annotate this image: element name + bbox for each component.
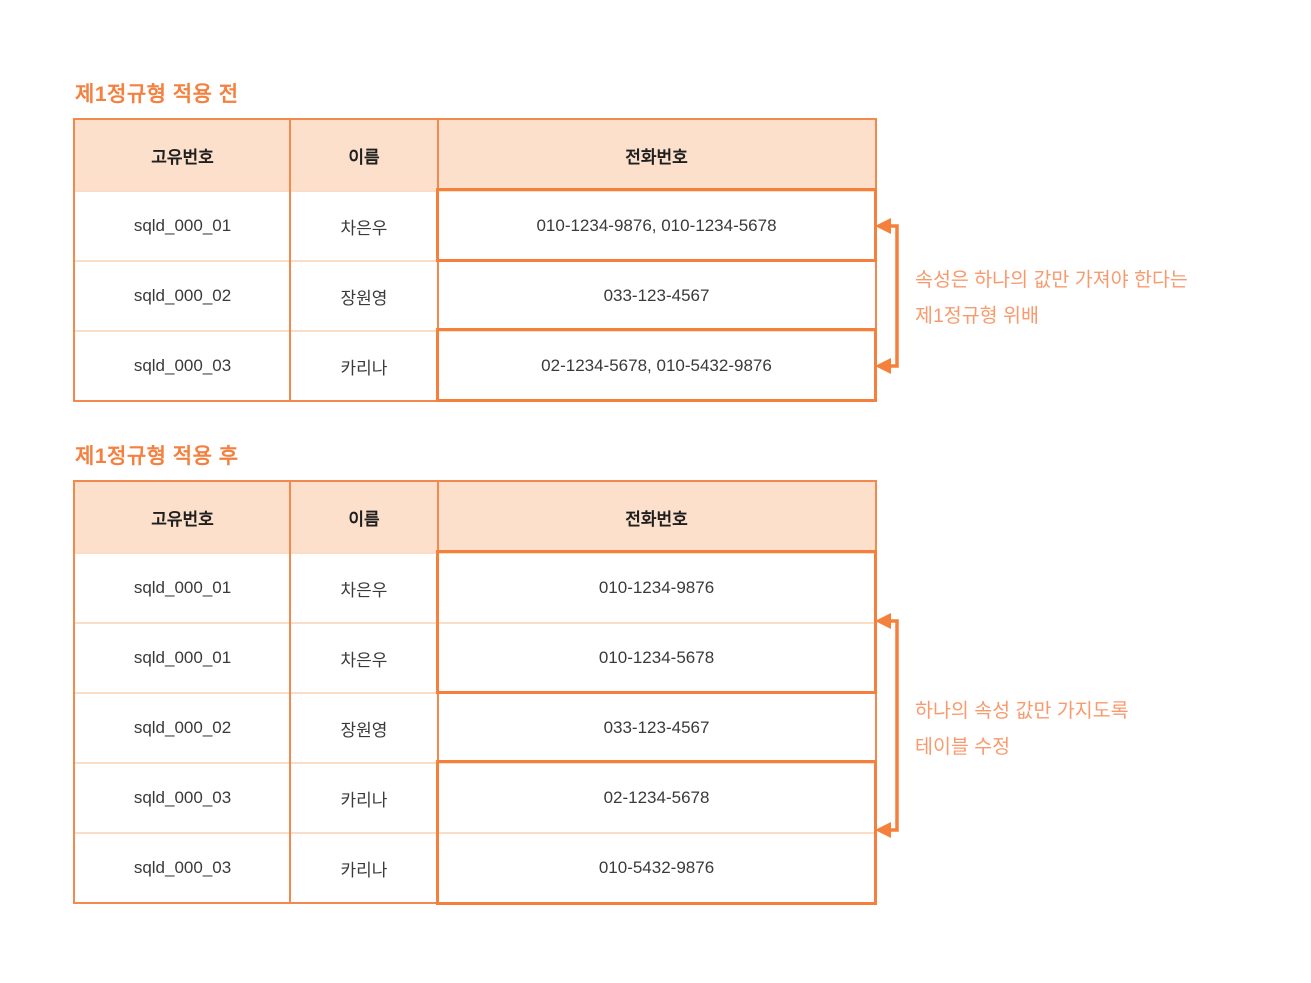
- annotation-after: 하나의 속성 값만 가지도록 테이블 수정: [915, 693, 1129, 765]
- annotation-before-line1: 속성은 하나의 값만 가져야 한다는: [915, 269, 1188, 291]
- cell-name: 카리나: [340, 358, 388, 378]
- col-header-name: 이름: [348, 509, 380, 529]
- cell-id: sqld_000_01: [133, 648, 232, 667]
- cell-id: sqld_000_03: [133, 356, 232, 375]
- cell-id: sqld_000_03: [133, 788, 232, 807]
- cell-id: sqld_000_02: [133, 718, 232, 737]
- column-divider: [289, 482, 291, 902]
- arrowhead-icon: [875, 218, 891, 234]
- cell-id: sqld_000_02: [133, 286, 232, 305]
- col-header-phone: 전화번호: [625, 509, 688, 529]
- cell-id: sqld_000_01: [133, 578, 232, 597]
- annotation-arrow-before: [875, 218, 899, 374]
- table-row: sqld_000_03 카리나 02-1234-5678: [75, 762, 875, 832]
- column-divider: [437, 120, 439, 400]
- cell-id: sqld_000_03: [133, 858, 232, 877]
- table-row: sqld_000_01 차은우 010-1234-9876, 010-1234-…: [75, 190, 875, 260]
- table-row: sqld_000_01 차은우 010-1234-5678: [75, 622, 875, 692]
- col-header-id: 고유번호: [151, 147, 214, 167]
- cell-name: 차은우: [340, 650, 388, 670]
- col-header-id: 고유번호: [151, 509, 214, 529]
- table-row: sqld_000_03 카리나 010-5432-9876: [75, 832, 875, 902]
- cell-phone: 010-1234-5678: [598, 648, 715, 667]
- arrowhead-icon: [875, 613, 891, 629]
- table-after-header-row: 고유번호 이름 전화번호: [75, 482, 875, 552]
- cell-phone: 02-1234-5678: [603, 788, 710, 807]
- annotation-arrow-after: [875, 613, 899, 838]
- section-before-title: 제1정규형 적용 전: [75, 83, 239, 106]
- table-after-1nf: 고유번호 이름 전화번호 sqld_000_01 차은우 010-1234-98…: [73, 480, 877, 904]
- table-row: sqld_000_02 장원영 033-123-4567: [75, 692, 875, 762]
- cell-phone: 02-1234-5678, 010-5432-9876: [541, 356, 772, 375]
- annotation-before-line2: 제1정규형 위배: [915, 305, 1039, 327]
- table-row: sqld_000_01 차은우 010-1234-9876: [75, 552, 875, 622]
- table-before-1nf: 고유번호 이름 전화번호 sqld_000_01 차은우 010-1234-98…: [73, 118, 877, 402]
- cell-name: 카리나: [340, 790, 388, 810]
- cell-phone: 010-1234-9876: [598, 578, 715, 597]
- col-header-phone: 전화번호: [625, 147, 688, 167]
- cell-phone: 010-1234-9876, 010-1234-5678: [536, 216, 777, 235]
- cell-name: 카리나: [340, 860, 388, 880]
- table-row: sqld_000_03 카리나 02-1234-5678, 010-5432-9…: [75, 330, 875, 400]
- column-divider: [437, 482, 439, 902]
- col-header-name: 이름: [348, 147, 380, 167]
- cell-name: 장원영: [340, 288, 388, 308]
- column-divider: [289, 120, 291, 400]
- cell-phone: 033-123-4567: [603, 718, 710, 737]
- table-row: sqld_000_02 장원영 033-123-4567: [75, 260, 875, 330]
- cell-phone: 033-123-4567: [603, 286, 710, 305]
- cell-id: sqld_000_01: [133, 216, 232, 235]
- annotation-before: 속성은 하나의 값만 가져야 한다는 제1정규형 위배: [915, 262, 1188, 334]
- section-after-title: 제1정규형 적용 후: [75, 445, 239, 468]
- table-before-header-row: 고유번호 이름 전화번호: [75, 120, 875, 190]
- cell-name: 차은우: [340, 580, 388, 600]
- annotation-after-line2: 테이블 수정: [915, 736, 1011, 758]
- cell-name: 차은우: [340, 218, 388, 238]
- cell-phone: 010-5432-9876: [598, 858, 715, 877]
- arrowhead-icon: [875, 822, 891, 838]
- arrowhead-icon: [875, 358, 891, 374]
- annotation-after-line1: 하나의 속성 값만 가지도록: [915, 700, 1129, 722]
- cell-name: 장원영: [340, 720, 388, 740]
